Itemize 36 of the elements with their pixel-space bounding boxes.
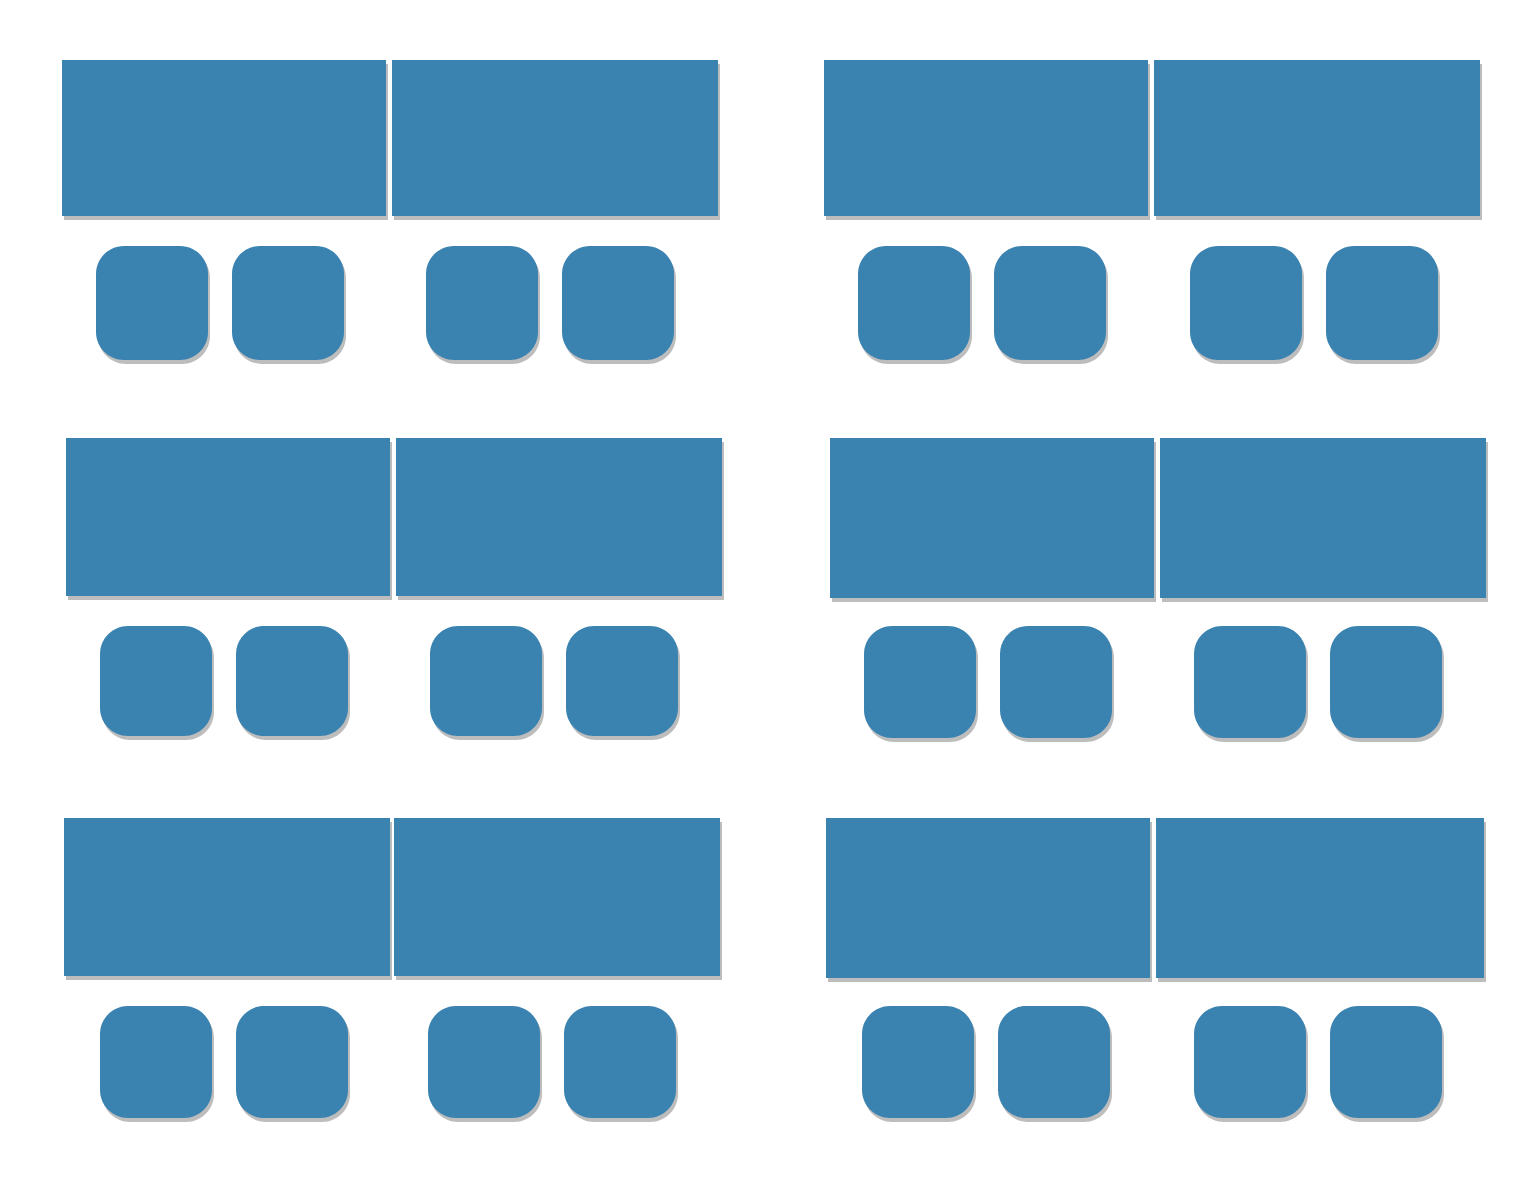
chair [1000,626,1114,742]
chair [562,246,676,364]
table [66,438,392,600]
chair [994,246,1108,364]
table [1160,438,1488,602]
chair [998,1006,1112,1122]
chair [232,246,346,364]
chair [100,626,214,740]
table [1154,60,1482,220]
chair [236,626,350,740]
chair [428,1006,542,1122]
chair [100,1006,214,1122]
table [1156,818,1486,982]
chair [864,626,978,742]
chair [566,626,680,740]
table [64,818,392,980]
chair [1194,626,1308,742]
chair [430,626,544,740]
table [830,438,1156,602]
table [62,60,388,220]
chair [1326,246,1440,364]
table [396,438,724,600]
chair [96,246,210,364]
chair [564,1006,678,1122]
chair [1190,246,1304,364]
chair [426,246,540,364]
table [392,60,720,220]
chair [236,1006,350,1122]
table [394,818,722,980]
chair [1330,1006,1444,1122]
table [826,818,1152,982]
table [824,60,1150,220]
chair [862,1006,976,1122]
chair [858,246,972,364]
chair [1330,626,1444,742]
chair [1194,1006,1308,1122]
